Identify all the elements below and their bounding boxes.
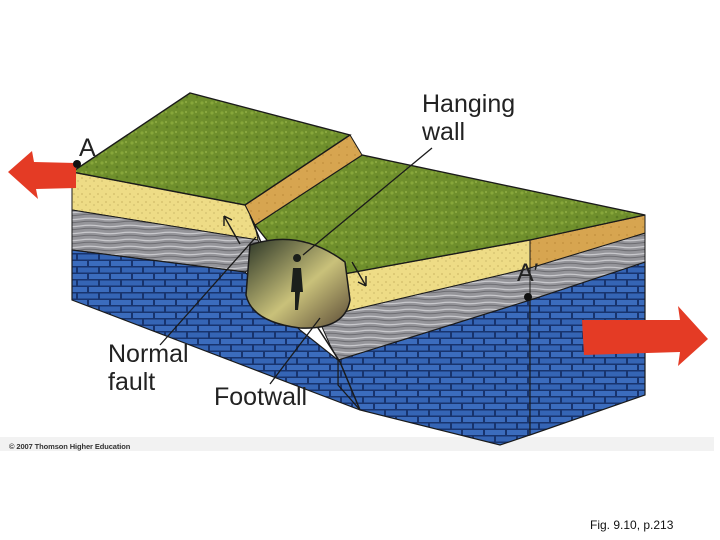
left-tension-arrow <box>8 151 76 199</box>
miner-figure <box>291 254 303 310</box>
point-a-prime-label: A′ <box>517 259 539 287</box>
point-a-marker <box>73 160 81 168</box>
downward-motion-arrow <box>351 261 367 287</box>
hanging-wall-leader <box>302 147 433 256</box>
hanging-wall-label: Hanging wall <box>422 90 515 146</box>
footwall-surface <box>70 92 352 206</box>
hanging-wall-label-line2: wall <box>422 118 466 146</box>
normal-fault-label-line1: Normal <box>108 340 189 368</box>
normal-fault-label-line2: fault <box>108 368 156 396</box>
figure-caption: Fig. 9.10, p.213 <box>590 518 674 532</box>
normal-fault-leader <box>159 236 257 346</box>
hanging-wall-label-line1: Hanging <box>422 90 516 118</box>
footwall-label: Footwall <box>214 383 308 411</box>
right-tension-arrow <box>582 306 708 366</box>
copyright-strip <box>0 437 714 451</box>
point-a-label: A <box>79 134 96 162</box>
upward-motion-arrow <box>223 215 241 245</box>
normal-fault-label: Normal fault <box>108 340 189 396</box>
copyright-notice: © 2007 Thomson Higher Education <box>9 442 131 451</box>
point-a-prime-marker <box>524 293 532 301</box>
footwall-leader <box>269 317 321 385</box>
